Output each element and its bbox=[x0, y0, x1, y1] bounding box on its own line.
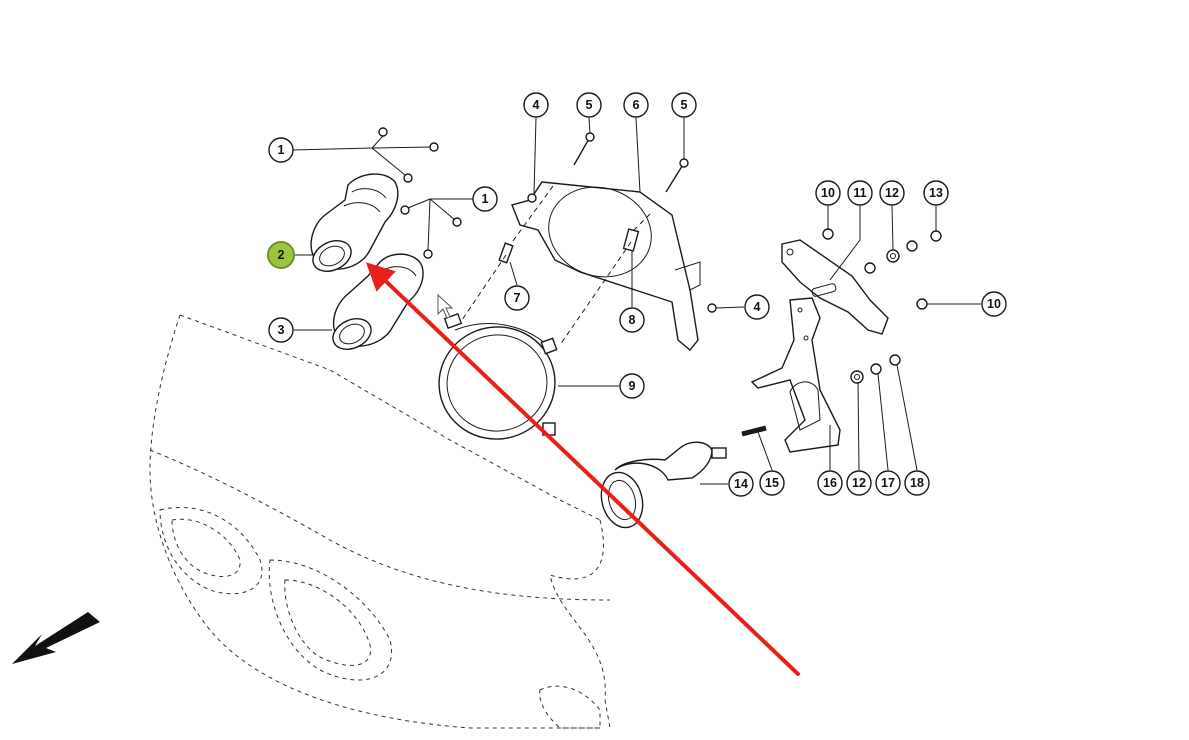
annotation-arrow bbox=[365, 262, 800, 676]
callout-label: 12 bbox=[852, 476, 866, 490]
callout-label: 8 bbox=[629, 313, 636, 327]
callout-label: 10 bbox=[987, 297, 1001, 311]
callout-17[interactable]: 17 bbox=[875, 470, 901, 496]
nut-8 bbox=[622, 228, 640, 252]
callout-1[interactable]: 1 bbox=[268, 137, 294, 163]
callout-5[interactable]: 5 bbox=[671, 92, 697, 118]
bracket-16 bbox=[750, 297, 841, 453]
callout-label: 6 bbox=[633, 98, 640, 112]
callout-label: 3 bbox=[278, 323, 285, 337]
callout-5[interactable]: 5 bbox=[576, 92, 602, 118]
callout-6[interactable]: 6 bbox=[623, 92, 649, 118]
mounting-bracket-6 bbox=[511, 181, 701, 351]
callout-11[interactable]: 11 bbox=[847, 180, 873, 206]
callout-16[interactable]: 16 bbox=[817, 470, 843, 496]
callout-label: 4 bbox=[533, 98, 540, 112]
callout-14[interactable]: 14 bbox=[728, 471, 754, 497]
callout-label: 16 bbox=[823, 476, 837, 490]
callout-12[interactable]: 12 bbox=[846, 470, 872, 496]
callout-label: 11 bbox=[853, 186, 866, 200]
leader-lines bbox=[292, 117, 981, 485]
callout-label: 5 bbox=[681, 98, 688, 112]
horn-14 bbox=[600, 441, 727, 529]
callout-8[interactable]: 8 bbox=[619, 307, 645, 333]
callout-2-highlighted[interactable]: 2 bbox=[267, 241, 295, 269]
callout-label: 4 bbox=[754, 300, 761, 314]
callout-label: 12 bbox=[885, 186, 899, 200]
callout-12[interactable]: 12 bbox=[879, 180, 905, 206]
callout-label: 18 bbox=[910, 476, 924, 490]
callout-10[interactable]: 10 bbox=[981, 291, 1007, 317]
bulb-boot-3 bbox=[332, 253, 424, 350]
callout-4[interactable]: 4 bbox=[523, 92, 549, 118]
adjuster-screw-7 bbox=[498, 242, 514, 264]
callout-10[interactable]: 10 bbox=[815, 180, 841, 206]
callout-label: 5 bbox=[586, 98, 593, 112]
bulb-boot-2 bbox=[310, 173, 399, 272]
callout-15[interactable]: 15 bbox=[759, 470, 785, 496]
mouse-cursor-icon bbox=[437, 293, 454, 319]
callout-18[interactable]: 18 bbox=[904, 470, 930, 496]
callout-label: 10 bbox=[821, 186, 835, 200]
callout-label: 17 bbox=[881, 476, 895, 490]
screws-5 bbox=[527, 132, 717, 313]
callout-label: 2 bbox=[278, 248, 285, 262]
callout-1[interactable]: 1 bbox=[472, 186, 498, 212]
bumper-outline bbox=[149, 314, 611, 729]
hardware bbox=[741, 228, 942, 437]
fog-lamp-9 bbox=[438, 313, 558, 440]
callout-label: 1 bbox=[278, 143, 285, 157]
callout-13[interactable]: 13 bbox=[923, 180, 949, 206]
callout-label: 13 bbox=[929, 186, 943, 200]
callout-label: 15 bbox=[765, 476, 779, 490]
callout-label: 1 bbox=[482, 192, 489, 206]
bracket-11 bbox=[781, 239, 889, 335]
callout-9[interactable]: 9 bbox=[619, 373, 645, 399]
callout-label: 14 bbox=[734, 477, 748, 491]
front-direction-arrow-icon bbox=[12, 612, 100, 664]
callout-label: 7 bbox=[514, 291, 521, 305]
callout-label: 9 bbox=[629, 379, 636, 393]
callout-3[interactable]: 3 bbox=[268, 317, 294, 343]
assembly-lines bbox=[461, 185, 651, 346]
callout-4[interactable]: 4 bbox=[744, 294, 770, 320]
callout-7[interactable]: 7 bbox=[504, 285, 530, 311]
